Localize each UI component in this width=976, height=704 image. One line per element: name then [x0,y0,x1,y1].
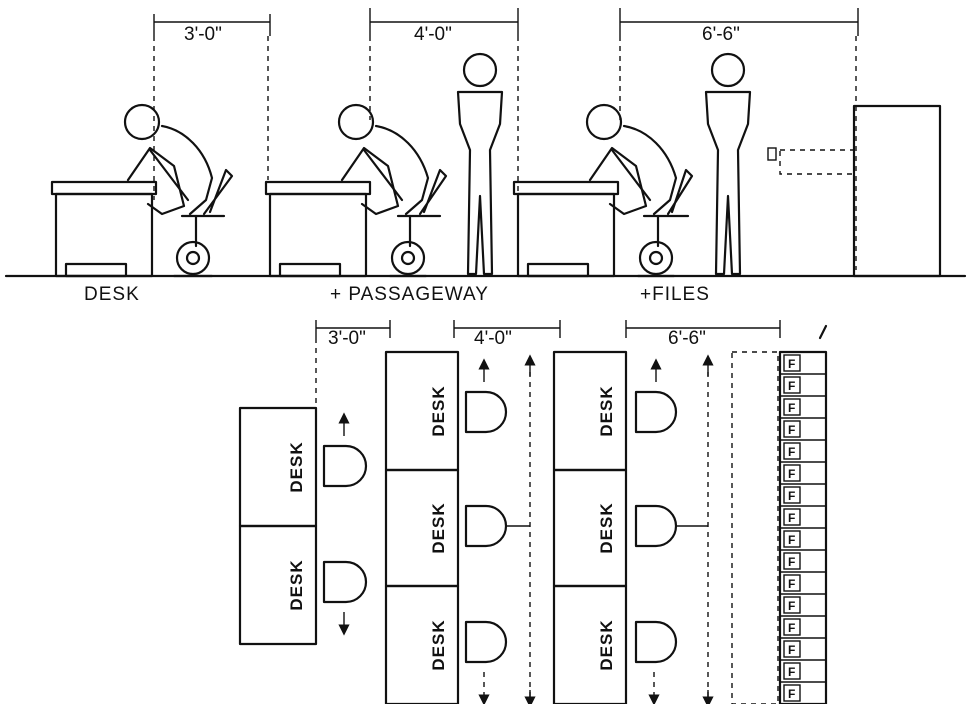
file-label: F [788,357,795,371]
file-label: F [788,621,795,635]
file-label: F [788,533,795,547]
plan-dim-desk-text: 3'-0" [328,328,366,349]
file-cabinet-elevation [767,104,942,278]
file-label: F [788,555,795,569]
plan-desk-column-2: DESK DESK DESK [384,350,536,704]
elevation-dimension-passageway: 4'-0" [369,8,519,270]
elevation-dimension-desk: 3'-0" [153,14,271,200]
file-drawer [783,354,801,372]
plan-desk-label-2c: DESK [429,619,448,670]
plan-dim-files-text: 6'-6" [668,328,706,349]
file-drawer [783,684,801,702]
file-drawer [783,662,801,680]
standing-person-1 [456,52,504,276]
file-label: F [788,511,795,525]
elevation-caption-files: +FILES [640,284,710,305]
plan-desk-label-1b: DESK [287,559,306,610]
chair-icon [464,620,508,664]
file-label: F [788,643,795,657]
plan-desk-label-3b: DESK [597,502,616,553]
chair-icon [634,620,678,664]
elevation-caption-passageway: + PASSAGEWAY [330,284,489,305]
plan-view: 3'-0" 4'-0" 6'-6" DESK DESK [238,320,828,704]
plan-desk-label-1a: DESK [287,441,306,492]
file-label: F [788,379,795,393]
plan-desk-column-3: DESK DESK DESK [552,350,779,704]
file-drawer [783,530,801,548]
elevation-dim-desk-text: 3'-0" [184,24,222,45]
file-drawer [783,574,801,592]
elevation-desk-2 [264,180,372,278]
file-label: F [788,687,795,701]
file-label: F [788,489,795,503]
elevation-dimension-files: 6'-6" [619,8,859,270]
file-label: F [788,599,795,613]
plan-desk-label-3c: DESK [597,619,616,670]
elevation-view: 3'-0" 4'-0" 6'-6" [4,8,967,305]
file-drawer-clearance [731,351,779,704]
chair-icon [322,560,368,604]
seated-person-3 [585,103,694,278]
file-drawer [783,508,801,526]
file-label: F [788,665,795,679]
seated-person-1 [123,103,234,278]
file-label: F [788,445,795,459]
pencil-mark [818,324,828,340]
plan-dimension-desk: 3'-0" [315,320,391,444]
chair-icon [634,504,678,548]
file-label: F [788,423,795,437]
file-drawer [783,420,801,438]
elevation-desk-1 [50,180,158,278]
elevation-dim-files-text: 6'-6" [702,24,740,45]
plan-dimension-files: 6'-6" [625,320,781,349]
elevation-desk-3 [512,180,620,278]
file-label: F [788,467,795,481]
file-drawer [783,442,801,460]
file-drawer [783,376,801,394]
elevation-caption-desk: DESK [84,284,140,305]
file-drawer [783,596,801,614]
plan-desk-column-1: DESK DESK [238,406,368,646]
file-drawer [783,640,801,658]
plan-dim-passageway-text: 4'-0" [474,328,512,349]
plan-desk-label-3a: DESK [597,385,616,436]
seated-person-2 [337,103,448,278]
chair-icon [464,504,508,548]
file-label: F [788,577,795,591]
file-drawer [783,618,801,636]
chair-icon [322,444,368,488]
plan-dimension-passageway: 4'-0" [453,320,561,349]
elevation-dim-passageway-text: 4'-0" [414,24,452,45]
chair-icon [464,390,508,434]
file-drawer [783,552,801,570]
chair-icon [634,390,678,434]
file-drawer [783,398,801,416]
standing-person-2 [704,52,752,276]
file-drawer [783,486,801,504]
file-drawer [783,464,801,482]
plan-desk-label-2b: DESK [429,502,448,553]
file-label: F [788,401,795,415]
plan-desk-label-2a: DESK [429,385,448,436]
